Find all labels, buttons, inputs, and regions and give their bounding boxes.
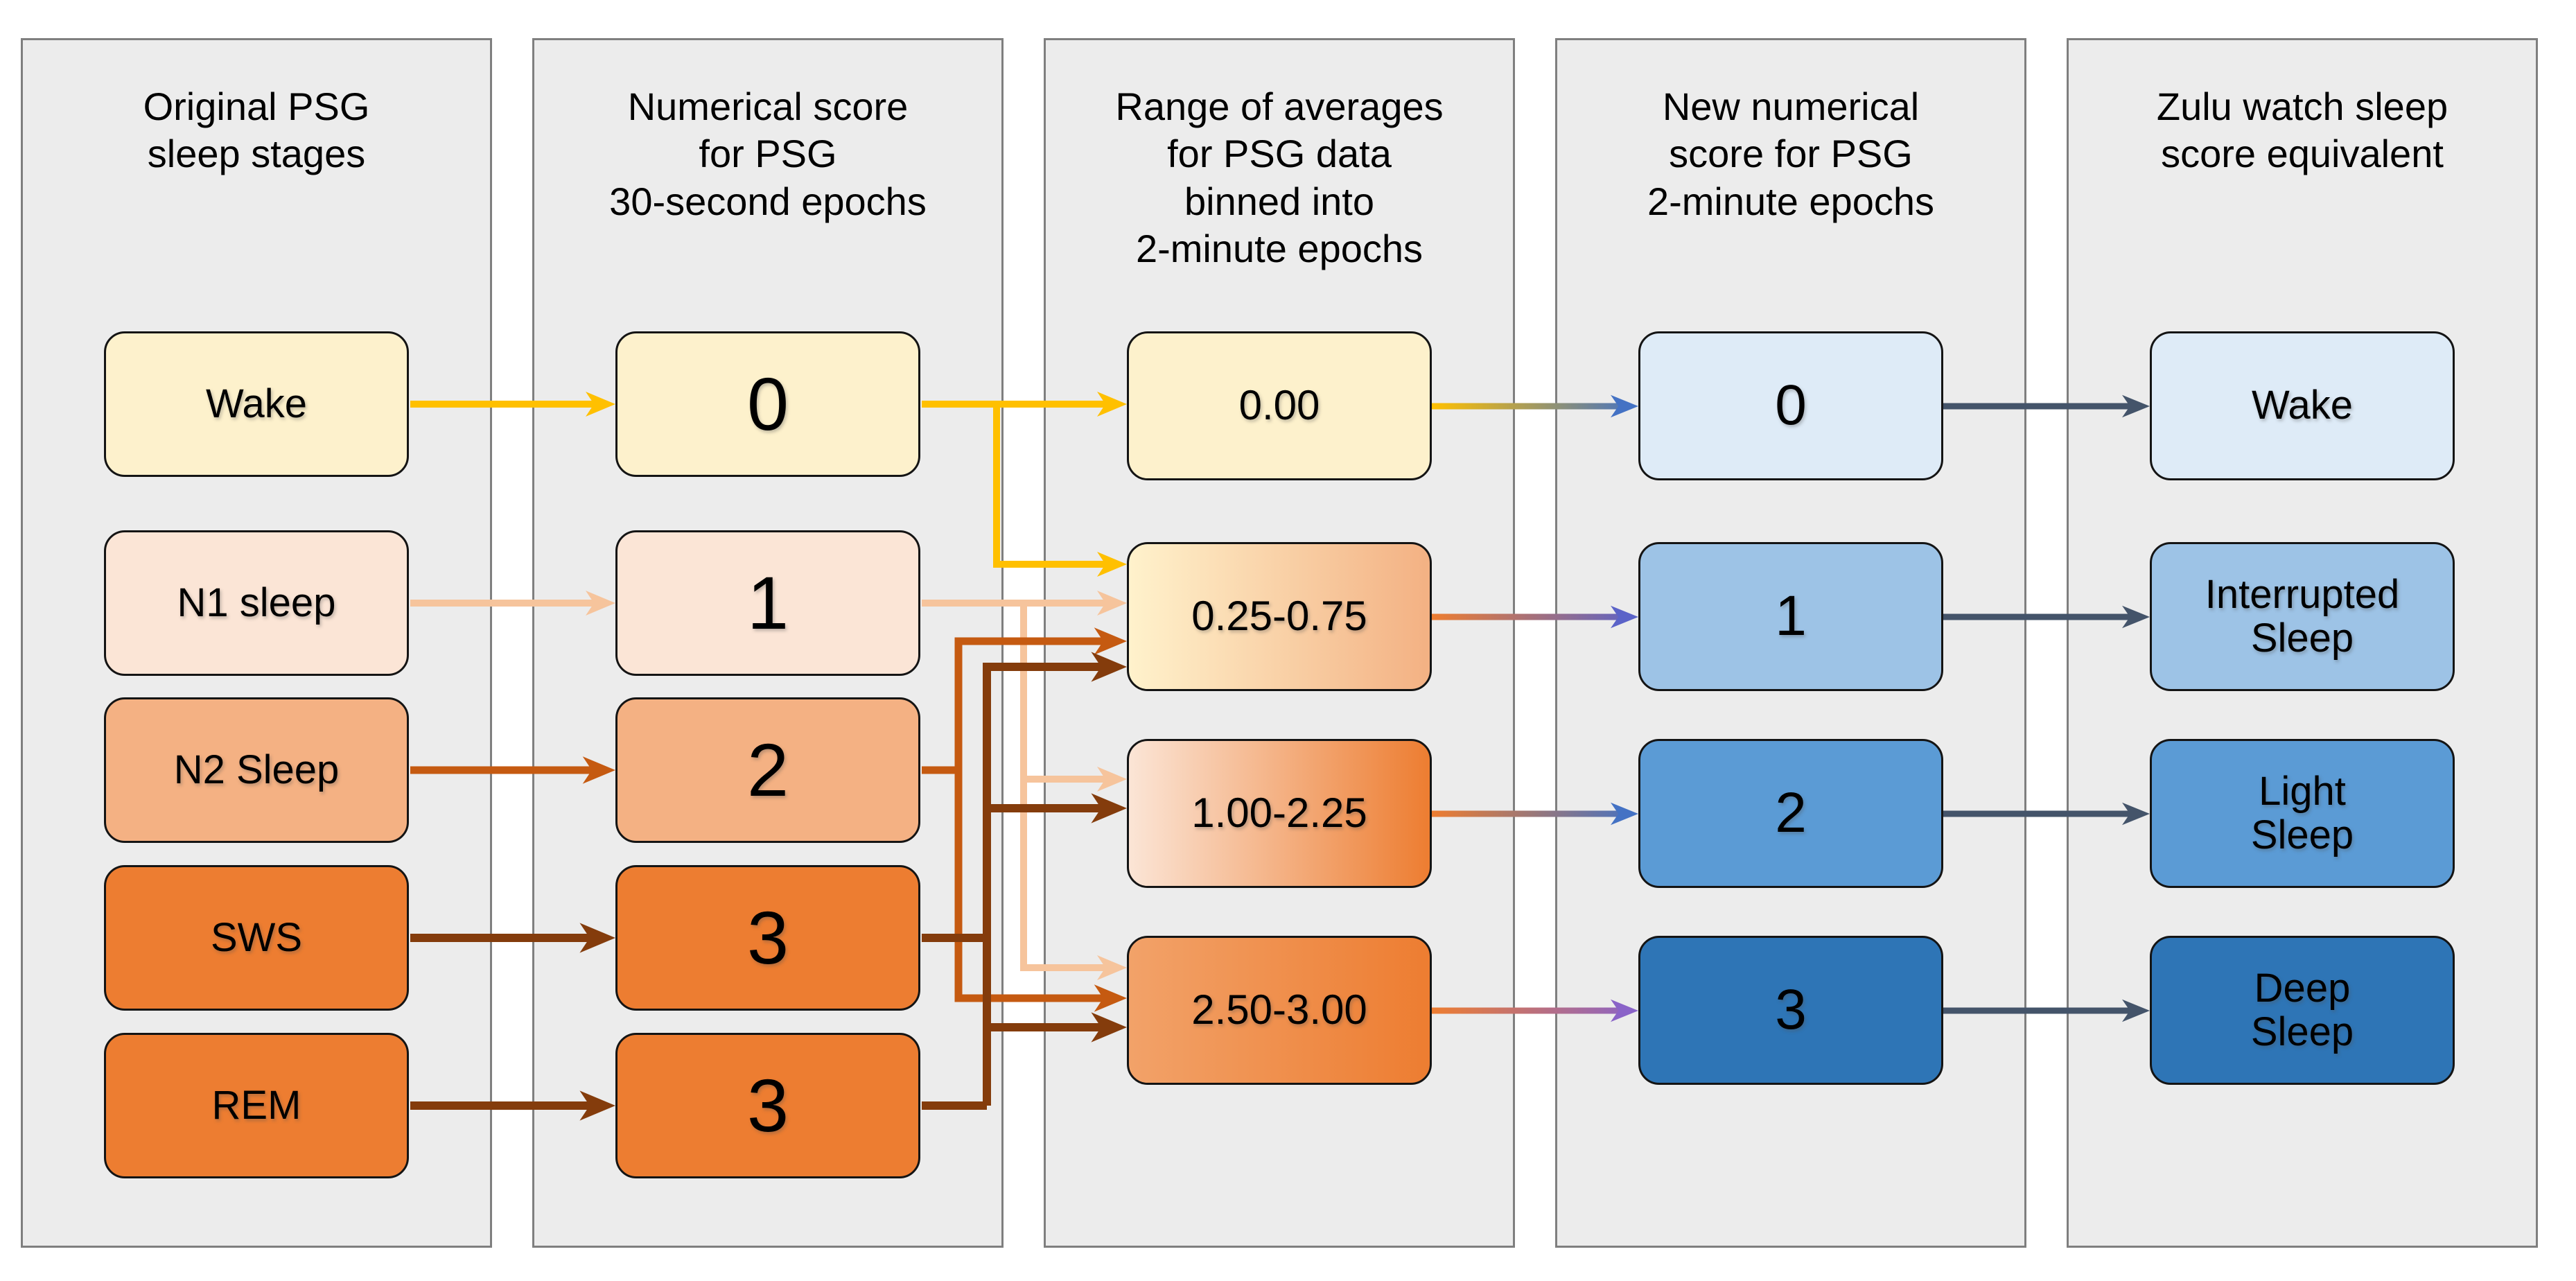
box-wake: Wake bbox=[104, 331, 409, 477]
box-n1-sleep: N1 sleep bbox=[104, 530, 409, 676]
box-zulu-interrupted: Interrupted Sleep bbox=[2150, 542, 2455, 691]
box-range-1.00-2.25: 1.00-2.25 bbox=[1127, 739, 1432, 888]
box-score30-3-rem: 3 bbox=[615, 1033, 920, 1178]
panel-psg-30s-score: Numerical score for PSG 30-second epochs… bbox=[532, 38, 1004, 1248]
panel-binned-ranges: Range of averages for PSG data binned in… bbox=[1044, 38, 1515, 1248]
box-new-score-2: 2 bbox=[1638, 739, 1943, 888]
box-new-score-3: 3 bbox=[1638, 936, 1943, 1085]
box-range-2.50-3.00: 2.50-3.00 bbox=[1127, 936, 1432, 1085]
box-score30-0: 0 bbox=[615, 331, 920, 477]
box-score30-2: 2 bbox=[615, 697, 920, 843]
column-header-binned-ranges: Range of averages for PSG data binned in… bbox=[1115, 85, 1444, 270]
column-header-original-psg: Original PSG sleep stages bbox=[143, 85, 370, 176]
box-zulu-wake: Wake bbox=[2150, 331, 2455, 480]
box-new-score-0: 0 bbox=[1638, 331, 1943, 480]
box-n2-sleep: N2 Sleep bbox=[104, 697, 409, 843]
panel-psg-2min-score: New numerical score for PSG 2-minute epo… bbox=[1555, 38, 2026, 1248]
box-score30-3-sws: 3 bbox=[615, 865, 920, 1011]
box-range-0.00: 0.00 bbox=[1127, 331, 1432, 480]
box-score30-1: 1 bbox=[615, 530, 920, 676]
panel-original-psg-stages: Original PSG sleep stages Wake N1 sleep … bbox=[21, 38, 492, 1248]
box-sws: SWS bbox=[104, 865, 409, 1011]
box-new-score-1: 1 bbox=[1638, 542, 1943, 691]
column-header-zulu-watch: Zulu watch sleep score equivalent bbox=[2156, 85, 2448, 176]
box-zulu-light-sleep: Light Sleep bbox=[2150, 739, 2455, 888]
panel-zulu-watch: Zulu watch sleep score equivalent Wake I… bbox=[2067, 38, 2538, 1248]
column-header-30s-score: Numerical score for PSG 30-second epochs bbox=[609, 85, 927, 223]
column-header-2min-score: New numerical score for PSG 2-minute epo… bbox=[1647, 85, 1934, 223]
box-rem: REM bbox=[104, 1033, 409, 1178]
box-range-0.25-0.75: 0.25-0.75 bbox=[1127, 542, 1432, 691]
box-zulu-deep-sleep: Deep Sleep bbox=[2150, 936, 2455, 1085]
